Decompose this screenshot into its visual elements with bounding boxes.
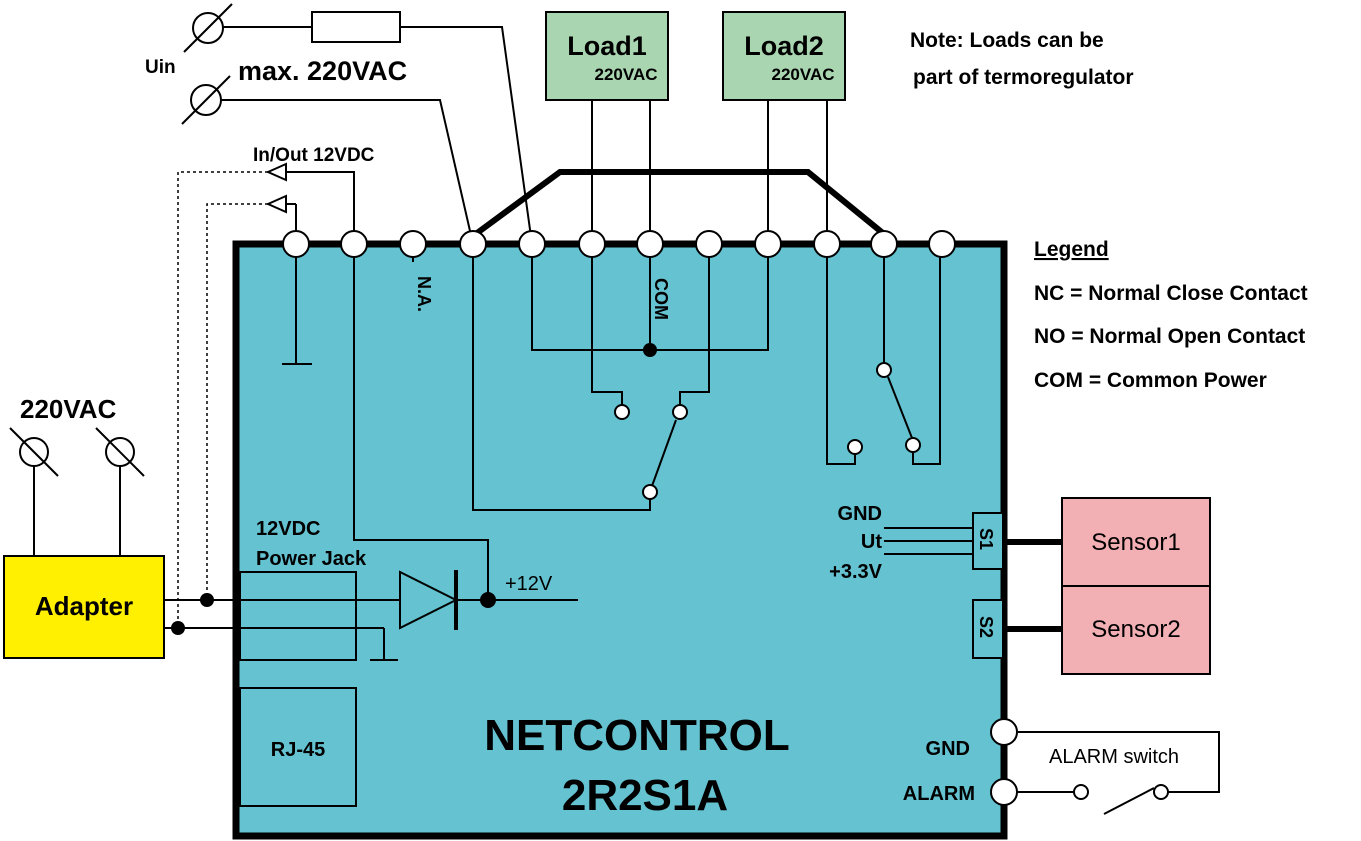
device-name-2: 2R2S1A xyxy=(562,771,728,820)
load2-name: Load2 xyxy=(744,31,824,61)
terminal-4 xyxy=(459,230,487,258)
legend-title: Legend xyxy=(1034,238,1109,261)
rail-label: +12V xyxy=(505,573,553,595)
alarm-terminal xyxy=(990,778,1018,806)
io-arrow-1 xyxy=(265,162,287,182)
alarm-gnd-terminal xyxy=(990,718,1018,746)
com-label: COM xyxy=(651,278,671,320)
adapter-wires xyxy=(164,593,400,661)
terminal-12 xyxy=(928,230,956,258)
power-jack xyxy=(239,571,357,661)
jack-label-2: Power Jack xyxy=(256,548,367,570)
uin-max-label: max. 220VAC xyxy=(238,56,407,86)
terminal-11 xyxy=(870,230,898,258)
s2-label: S2 xyxy=(976,616,996,638)
sensor2-box xyxy=(1061,585,1211,675)
adapter-box xyxy=(3,555,165,659)
na-label: N.A. xyxy=(414,276,434,312)
alarm-switch-label: ALARM switch xyxy=(1049,746,1179,768)
load1-name: Load1 xyxy=(567,31,647,61)
legend-item-com: COM = Common Power xyxy=(1034,369,1267,392)
terminal-10 xyxy=(813,230,841,258)
terminal-6 xyxy=(578,230,606,258)
note-line2: part of termoregulator xyxy=(913,66,1134,89)
sensor1-box xyxy=(1061,497,1211,587)
load1-box xyxy=(545,11,669,101)
terminal-5 xyxy=(518,230,546,258)
legend-item-no: NO = Normal Open Contact xyxy=(1034,325,1305,348)
s1-wires xyxy=(884,527,973,555)
relay1 xyxy=(472,244,769,511)
s2-port xyxy=(972,599,1004,659)
diode xyxy=(399,570,578,630)
s1-ut-label: Ut xyxy=(861,531,882,553)
sensor1-label: Sensor1 xyxy=(1091,529,1180,556)
fuse xyxy=(311,11,401,43)
uin-label: Uin xyxy=(145,57,176,78)
s1-port xyxy=(972,512,1004,570)
adapter-input-label: 220VAC xyxy=(20,394,117,424)
terminal-1 xyxy=(282,230,310,258)
top-terminals xyxy=(282,230,956,258)
alarm-label: ALARM xyxy=(903,783,975,805)
com-junction xyxy=(643,343,657,357)
adapter-label: Adapter xyxy=(35,591,133,621)
terminal-2 xyxy=(340,230,368,258)
load2-box xyxy=(722,11,846,101)
mains-input xyxy=(181,3,533,245)
io-label: In/Out 12VDC xyxy=(253,145,375,166)
jack-label-1: 12VDC xyxy=(256,518,320,540)
device-name-1: NETCONTROL xyxy=(484,711,790,760)
terminal-8 xyxy=(695,230,723,258)
legend-item-nc: NC = Normal Close Contact xyxy=(1034,282,1308,305)
relay2 xyxy=(826,244,941,465)
alarm-switch-label-bg xyxy=(1028,740,1204,770)
rj45-port xyxy=(239,687,357,807)
terminal-9 xyxy=(754,230,782,258)
sensor2-label: Sensor2 xyxy=(1091,616,1180,643)
io-arrow-2 xyxy=(265,194,287,214)
note-line1: Note: Loads can be xyxy=(910,29,1104,52)
s1-33v-label: +3.3V xyxy=(829,561,882,583)
alarm-switch xyxy=(1018,731,1220,815)
load1-voltage: 220VAC xyxy=(595,65,658,84)
terminal-7 xyxy=(636,230,664,258)
terminal-3 xyxy=(399,230,427,258)
adapter-plug xyxy=(9,427,145,556)
rj45-label: RJ-45 xyxy=(271,739,325,761)
alarm-gnd-label: GND xyxy=(926,738,970,760)
power-bridge xyxy=(471,169,886,239)
s1-gnd-label: GND xyxy=(838,503,882,525)
s1-label: S1 xyxy=(976,528,996,550)
load2-voltage: 220VAC xyxy=(772,65,835,84)
